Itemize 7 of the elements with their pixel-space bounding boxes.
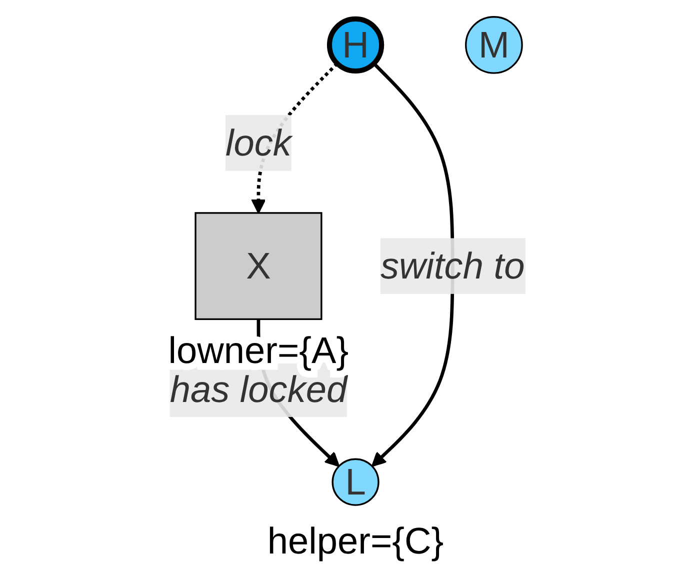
node-box: X (194, 212, 322, 320)
node-caption: helper={C} (267, 520, 444, 562)
edge-label: lock (226, 122, 292, 164)
node-circle: L (332, 458, 380, 506)
node-circle: H (326, 16, 384, 74)
edge-label: switch to (380, 244, 525, 288)
node-circle: M (465, 16, 523, 74)
